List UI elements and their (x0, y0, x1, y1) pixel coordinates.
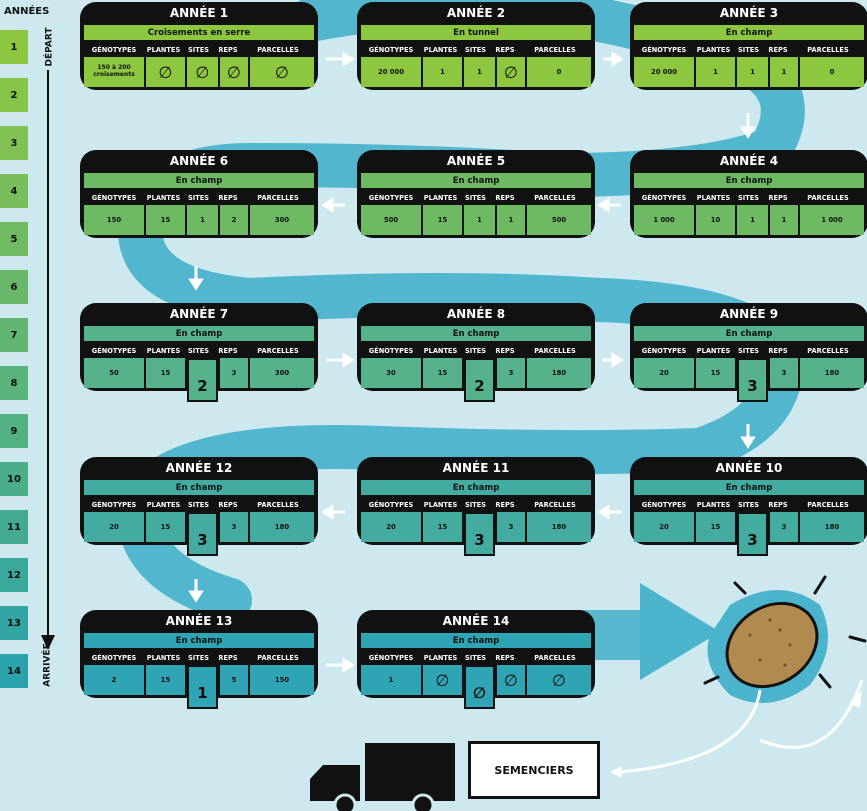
semenciers-box: SEMENCIERS (468, 741, 600, 799)
truck-icon (305, 741, 455, 811)
